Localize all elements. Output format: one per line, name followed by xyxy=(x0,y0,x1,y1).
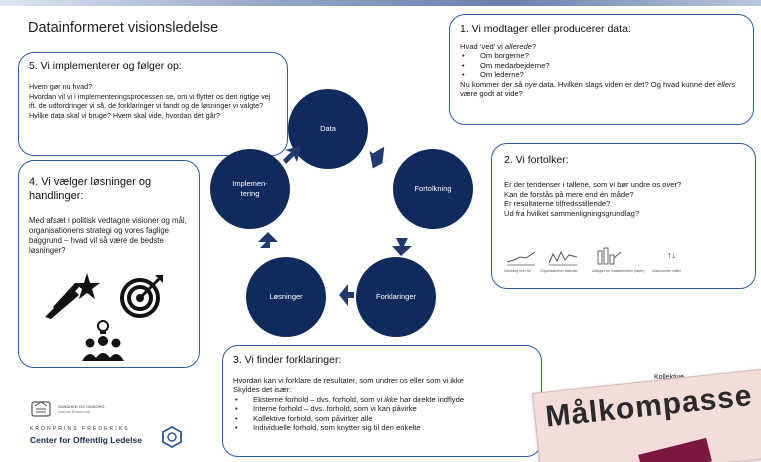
target-icon xyxy=(120,275,163,318)
sundhed-logo-text: SUNDHED OG OMSORG Aarhus Kommune xyxy=(58,404,105,414)
kf-top-text: KRONPRINS FREDERIKS xyxy=(30,426,130,432)
step3-bullet: Kollektive forhold, som påvirker alle xyxy=(233,414,531,424)
step4-heading: 4. Vi vælger løsninger og handlinger: xyxy=(29,176,152,203)
step1-bubble: 1. Vi modtager eller producerer data: Hv… xyxy=(449,14,754,125)
arrow-losninger-to-implementering xyxy=(258,232,278,248)
cycle-node-forklaringer: Forklaringer xyxy=(356,257,436,337)
step4-bubble: 4. Vi vælger løsninger og handlinger: Me… xyxy=(18,160,200,368)
team-idea-icon xyxy=(82,320,124,361)
relative-line-icon xyxy=(548,250,578,266)
step3-text: Hvordan kan vi forklare de resultater, s… xyxy=(233,376,531,433)
step1-bullets: Om borgerne? Om medarbejderne? Om ledern… xyxy=(460,51,743,80)
arrow-implementering-to-data xyxy=(283,146,301,164)
page-title: Datainformeret visionsledelse xyxy=(28,20,219,36)
cycle-node-fortolkning: Fortolkning xyxy=(393,149,473,229)
mini-label: Udvikling over tid xyxy=(504,269,531,273)
up-down-arrows-icon: ↑↓ xyxy=(667,250,676,260)
step3-line: Hvordan kan vi forklare de resultater, s… xyxy=(233,376,464,385)
step5-line: Hvem gør nu hvad? xyxy=(29,82,93,91)
step3-bullet: Interne forhold – dvs. forhold, som vi k… xyxy=(233,404,531,414)
step5-text: Hvem gør nu hvad? Hvordan vil vi i imple… xyxy=(29,82,277,120)
step2-line: Er der tendenser i tallene, som vi bør u… xyxy=(504,180,682,189)
step5-bubble: 5. Vi implementerer og følger op: Hvem g… xyxy=(18,52,288,156)
step5-line: Hvordan vil vi i implementeringsprocesse… xyxy=(29,91,271,111)
bar-compare-icon xyxy=(597,247,622,265)
step3-bubble: 3. Vi finder forklaringer: Hvordan kan v… xyxy=(222,345,542,457)
cycle-node-losninger: Løsninger xyxy=(246,257,326,337)
mini-label: Organisatorisk relativitet xyxy=(540,269,578,273)
step1-heading: 1. Vi modtager eller producerer data: xyxy=(460,23,631,35)
step2-heading: 2. Vi fortolker: xyxy=(504,154,569,166)
step2-bubble: 2. Vi fortolker: Er der tendenser i tall… xyxy=(491,143,756,289)
step5-heading: 5. Vi implementerer og følger op: xyxy=(29,60,182,72)
step5-line: Hvilke data skal vi bruge? Hvem skal vid… xyxy=(29,110,220,120)
step3-bullets: Eksterne forhold – dvs. forhold, som vi … xyxy=(233,395,531,433)
step2-text: Er der tendenser i tallene, som vi bør u… xyxy=(504,180,743,219)
cycle-node-implementering: Implemen- tering xyxy=(210,149,290,229)
cycle-node-data: Data xyxy=(288,89,368,169)
step1-bullet: Om lederne? xyxy=(460,70,743,80)
arrow-data-to-fortolkning xyxy=(369,146,390,169)
arrow-forklaringer-to-losninger xyxy=(339,284,354,306)
shooting-star-icon xyxy=(45,273,100,319)
mini-label: Udsigter for indsatsfronten (listen) xyxy=(592,269,645,273)
step2-line: Er resultaterne tilfredsstillende? xyxy=(504,199,611,209)
step3-heading: 3. Vi finder forklaringer: xyxy=(233,354,342,366)
arrow-fortolkning-to-forklaringer xyxy=(392,238,412,256)
step3-line: Skyldes det især: xyxy=(233,385,292,395)
malkompasset-title: Målkompasse xyxy=(543,379,754,434)
step2-line: Ud fra hvilket sammenligningsgrundlag? xyxy=(504,209,640,219)
step3-bullet: Eksterne forhold – dvs. forhold, som vi … xyxy=(233,395,531,405)
step1-text: Hvad ‘ved’ vi allerede? Om borgerne? Om … xyxy=(460,42,743,99)
step1-paragraph: Nu kommer der så nye data. Hvilken slags… xyxy=(460,79,736,99)
step2-line: Kan de forstås på mere end én måde? xyxy=(504,189,634,199)
kf-hexagon-logo-icon xyxy=(162,426,182,448)
aarhus-crest-icon xyxy=(31,401,51,417)
step1-question: Hvad ‘ved’ vi allerede? xyxy=(460,42,537,51)
trend-line-icon xyxy=(506,251,536,266)
step3-bullet: Individuelle forhold, som knytter sig ti… xyxy=(233,423,531,433)
step4-text: Med afsæt i politisk vedtagne visioner o… xyxy=(29,215,187,255)
top-decorative-band xyxy=(0,0,761,6)
step1-bullet: Om medarbejderne? xyxy=(460,61,743,71)
step1-bullet: Om borgerne? xyxy=(460,51,743,61)
kf-name-text: Center for Offentlig Ledelse xyxy=(30,435,142,445)
mini-label: Union/under målet xyxy=(652,269,681,273)
